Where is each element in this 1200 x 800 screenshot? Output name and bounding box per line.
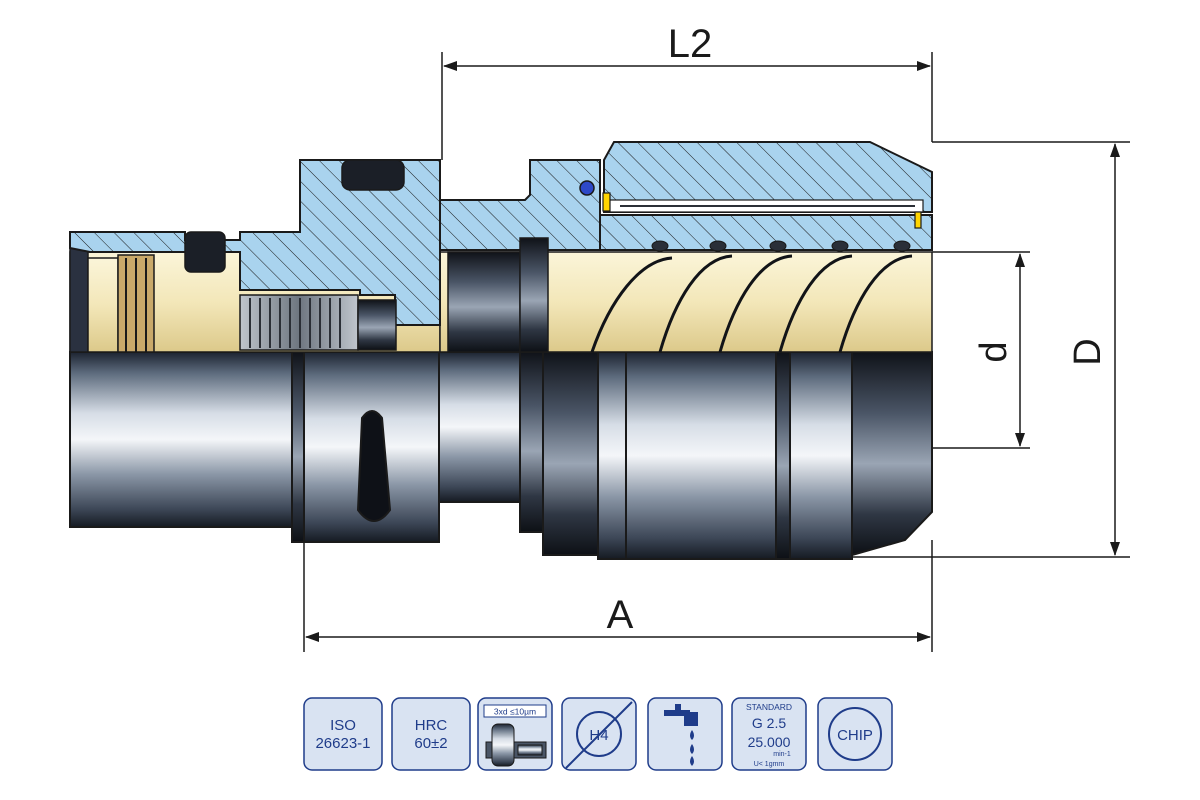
svg-text:min-1: min-1 xyxy=(773,751,791,758)
dimension-lines xyxy=(303,52,1130,652)
badge-hrc: HRC 60±2 xyxy=(391,697,471,771)
svg-text:3xd ≤10µm: 3xd ≤10µm xyxy=(494,707,536,717)
svg-text:26623-1: 26623-1 xyxy=(315,735,370,752)
badge-balance: STANDARD G 2.5 25.000 min-1 U< 1gmm xyxy=(731,697,807,771)
badge-h4: H4 xyxy=(561,697,637,771)
svg-text:HRC: HRC xyxy=(415,717,448,734)
badge-chip: CHIP xyxy=(817,697,893,771)
svg-text:U< 1gmm: U< 1gmm xyxy=(754,761,785,768)
dimension-label-d-small: d xyxy=(973,341,1015,362)
svg-text:60±2: 60±2 xyxy=(414,735,447,752)
badge-runout: 3xd ≤10µm xyxy=(477,697,553,771)
dimension-label-l2: L2 xyxy=(668,22,713,66)
exterior-view xyxy=(69,351,933,560)
chip-circle-icon xyxy=(828,707,882,761)
svg-text:25.000: 25.000 xyxy=(748,734,791,750)
dimension-label-d-large: D xyxy=(1067,338,1109,365)
coolant-tap-icon xyxy=(664,704,698,766)
runout-gauge-icon xyxy=(485,723,547,767)
dimension-label-a: A xyxy=(607,593,634,637)
section-view xyxy=(69,141,933,353)
feature-badges: ISO 26623-1 HRC 60±2 3xd ≤10µm H4 xyxy=(303,697,893,771)
badge-coolant xyxy=(647,697,723,771)
tolerance-circle-icon xyxy=(576,711,622,757)
svg-text:CHIP: CHIP xyxy=(837,727,873,744)
svg-text:ISO: ISO xyxy=(330,717,356,734)
badge-iso: ISO 26623-1 xyxy=(303,697,383,771)
svg-text:H4: H4 xyxy=(589,727,608,744)
svg-text:G 2.5: G 2.5 xyxy=(752,715,786,731)
svg-text:STANDARD: STANDARD xyxy=(746,702,792,712)
